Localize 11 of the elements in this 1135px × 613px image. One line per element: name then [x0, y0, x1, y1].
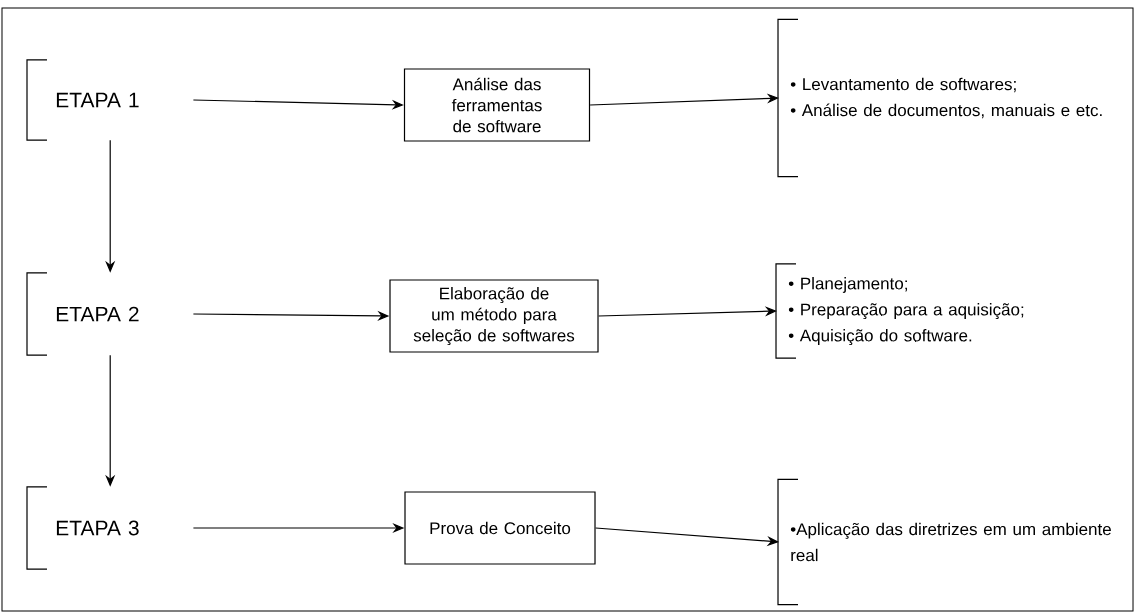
bracketed-stage: ETAPA 2	[26, 272, 139, 356]
process-box: Elaboração de um método para seleção de softwares	[389, 279, 599, 353]
bracketed-list: •Aplicação das diretrizes em um ambiente real	[777, 478, 1111, 606]
bracketed-list: • Levantamento de softwares; • Análise de documentos, manuais e etc.	[777, 18, 1102, 178]
bracketed-stage: ETAPA 3	[26, 486, 139, 570]
bracketed-list: • Planejamento; • Preparação para a aquisição; • Aquisição do software.	[775, 263, 1024, 359]
arrow	[598, 306, 777, 317]
arrow	[589, 93, 779, 106]
process-box: Análise das ferramentas de software	[403, 68, 591, 142]
process-box: Prova de Conceito	[404, 491, 596, 565]
bracketed-stage: ETAPA 1	[26, 59, 139, 141]
